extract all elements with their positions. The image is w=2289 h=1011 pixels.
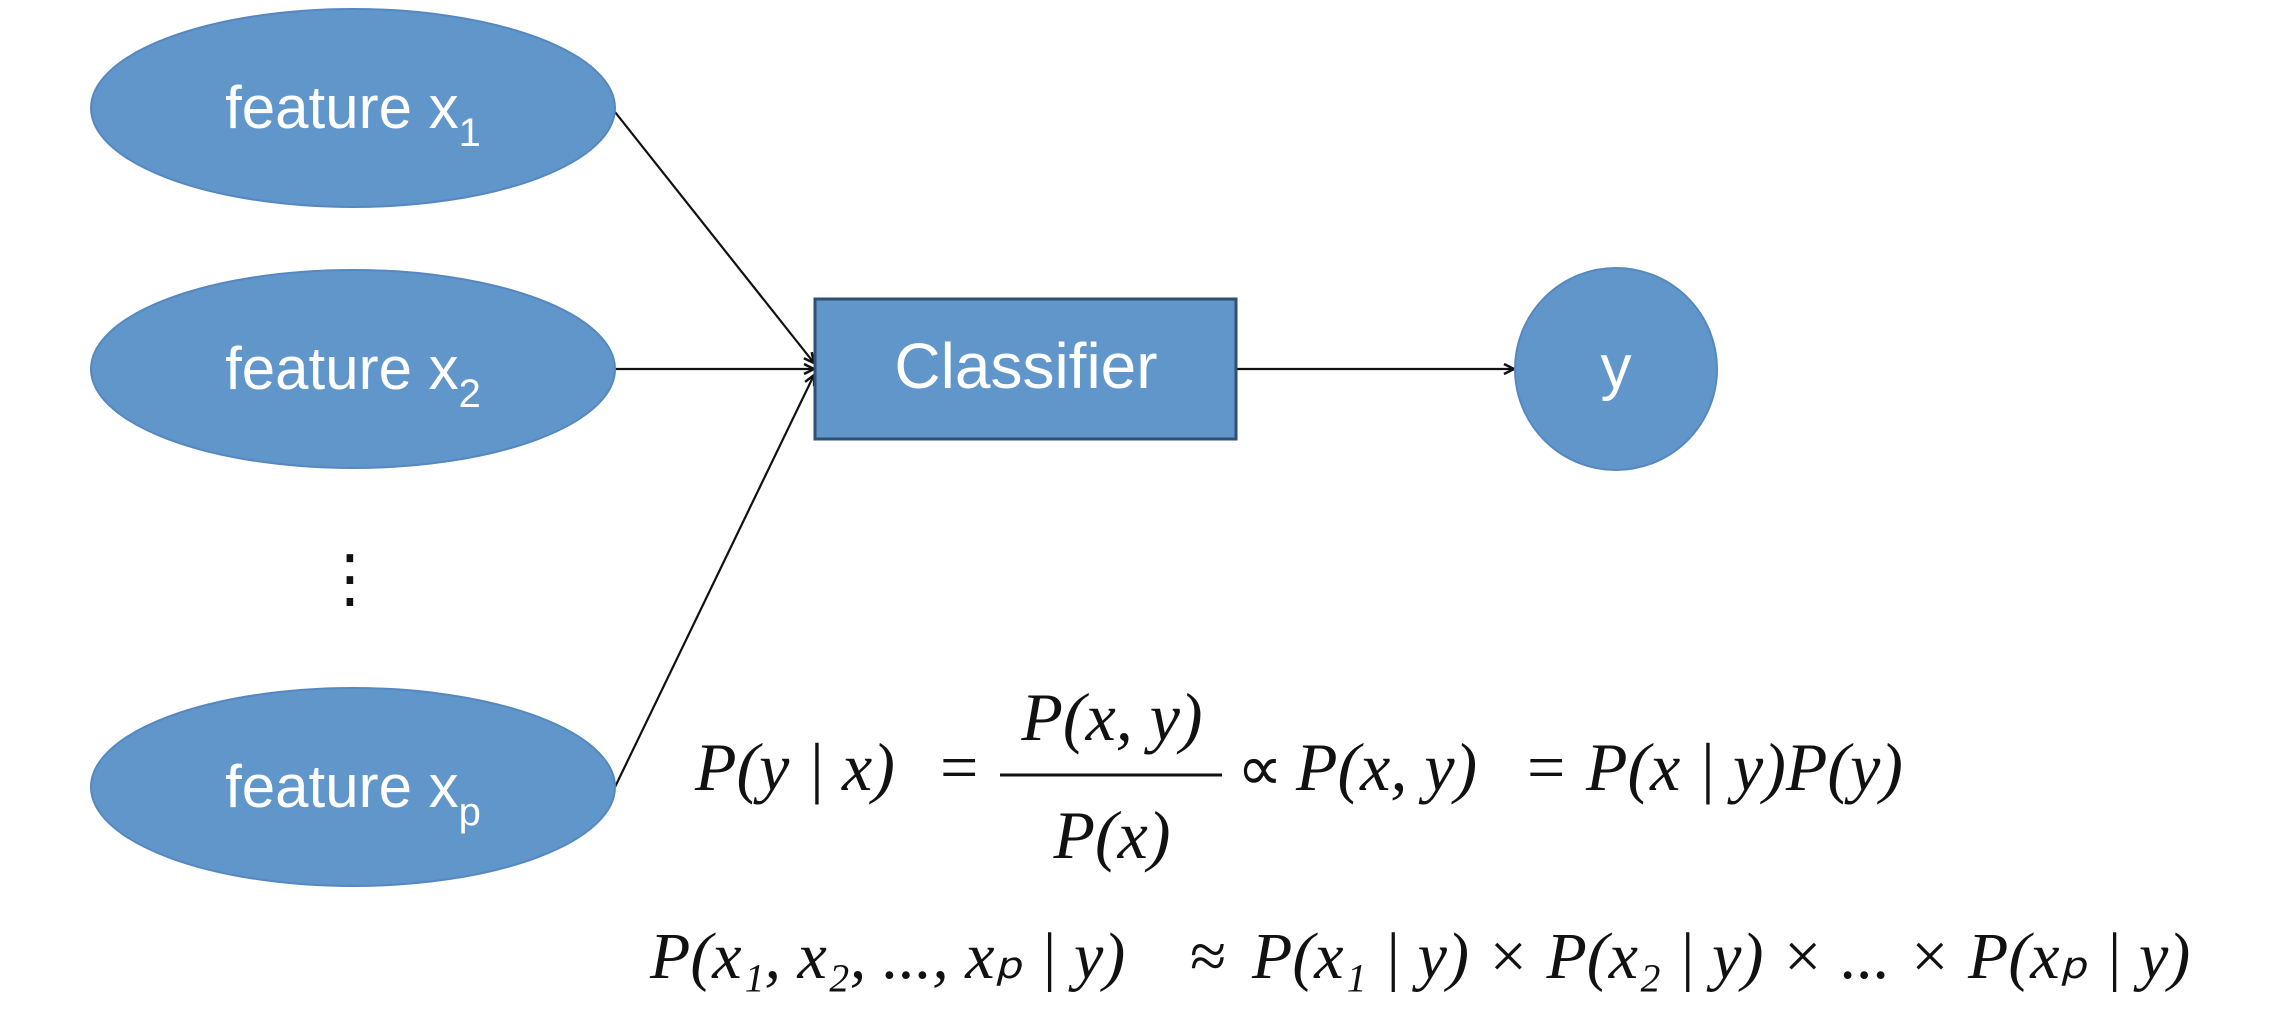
bayes-rhs: P(x | y)P(y) xyxy=(1585,729,1903,805)
bayes-equation: P(y | x) = P(x, y) P(x) ∝ P(x, y) = P(x … xyxy=(694,679,1903,873)
output-node: y xyxy=(1514,267,1718,471)
feature-node-p: feature xp xyxy=(90,687,616,887)
naive-lhs: P(x₁, x₂, ..., xₚ | y) xyxy=(649,920,1125,993)
bayes-lhs: P(y | x) xyxy=(694,729,895,805)
bayes-denominator: P(x) xyxy=(1052,797,1170,873)
svg-text:feature x1: feature x1 xyxy=(225,74,481,155)
bayes-eq2: = xyxy=(1527,729,1565,805)
feature-ellipsis: ⋮ xyxy=(318,542,382,616)
bayes-joint: P(x, y) xyxy=(1295,729,1477,805)
feature-subscript-2: 2 xyxy=(459,372,481,416)
edge-feature1-classifier xyxy=(614,111,814,363)
feature-node-1: feature x1 xyxy=(90,8,616,208)
output-label: y xyxy=(1601,333,1632,402)
naive-rhs: P(x₁ | y) × P(x₂ | y) × ... × P(xₚ | y) xyxy=(1251,920,2190,993)
classifier-label: Classifier xyxy=(894,330,1157,402)
edges xyxy=(614,111,1514,788)
svg-text:feature xp: feature xp xyxy=(225,753,481,834)
classifier-node: Classifier xyxy=(813,297,1238,441)
feature-subscript-1: 1 xyxy=(459,111,481,155)
bayes-eq1: = xyxy=(940,729,978,805)
bayes-propto: ∝ xyxy=(1237,733,1283,804)
bayes-numerator: P(x, y) xyxy=(1020,679,1202,755)
feature-subscript-p: p xyxy=(459,790,481,834)
feature-label-2: feature x xyxy=(225,335,458,402)
feature-node-2: feature x2 xyxy=(90,269,616,469)
naive-approx: ≈ xyxy=(1190,920,1226,993)
feature-label-p: feature x xyxy=(225,753,458,820)
svg-text:feature x2: feature x2 xyxy=(225,335,481,416)
feature-label-1: feature x xyxy=(225,74,458,141)
naive-bayes-equation: P(x₁, x₂, ..., xₚ | y) ≈ P(x₁ | y) × P(x… xyxy=(649,920,2190,993)
edge-featurep-classifier xyxy=(614,375,814,788)
